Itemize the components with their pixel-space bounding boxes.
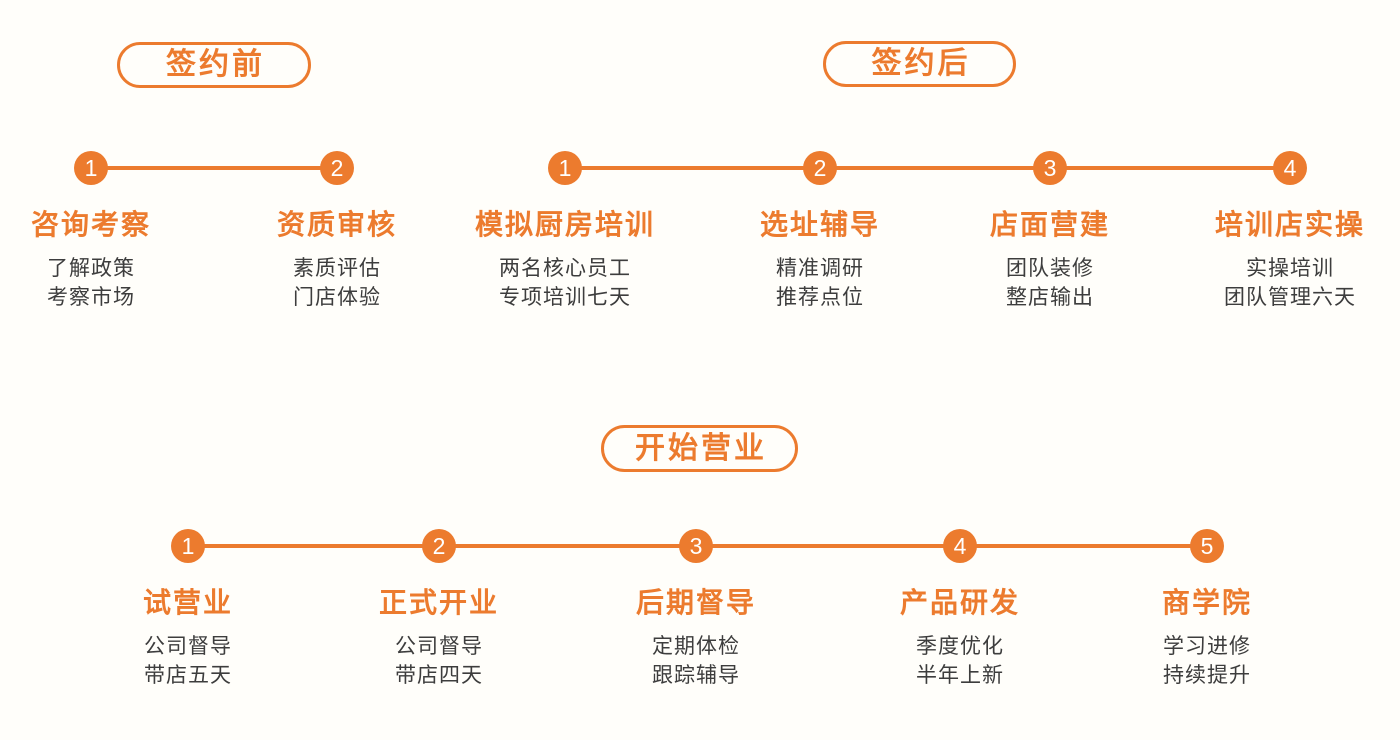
step-description-line: 整店输出: [1006, 286, 1094, 309]
timeline-step: 2 选址辅导 精准调研 推荐点位: [695, 151, 945, 312]
step-description-line: 推荐点位: [776, 286, 864, 309]
step-number-badge: 4: [943, 529, 977, 563]
step-number: 5: [1200, 533, 1214, 559]
step-number-badge: 1: [74, 151, 108, 185]
step-description: 素质评估 门店体验: [212, 254, 462, 312]
step-description: 两名核心员工 专项培训七天: [440, 254, 690, 312]
stage-pill-opening: 开始营业: [601, 425, 798, 472]
step-title: 模拟厨房培训: [474, 209, 655, 240]
step-number-badge: 3: [679, 529, 713, 563]
step-number: 4: [1283, 155, 1297, 181]
step-description-line: 团队装修: [1006, 257, 1094, 280]
step-number: 1: [558, 155, 572, 181]
step-description-line: 带店五天: [144, 664, 232, 687]
step-number: 1: [181, 533, 195, 559]
stage-pill-label: 开始营业: [635, 431, 767, 465]
step-description-line: 带店四天: [395, 664, 483, 687]
step-number: 2: [432, 533, 446, 559]
step-title: 咨询考察: [30, 209, 151, 240]
step-description: 实操培训 团队管理六天: [1165, 254, 1400, 312]
timeline-step: 1 咨询考察 了解政策 考察市场: [0, 151, 216, 312]
step-description-line: 跟踪辅导: [652, 664, 740, 687]
step-description-line: 素质评估: [293, 257, 381, 280]
step-number: 2: [330, 155, 344, 181]
timeline-step: 3 后期督导 定期体检 跟踪辅导: [571, 529, 821, 690]
timeline-step: 3 店面营建 团队装修 整店输出: [925, 151, 1175, 312]
step-description: 精准调研 推荐点位: [695, 254, 945, 312]
step-number-badge: 4: [1273, 151, 1307, 185]
step-description: 定期体检 跟踪辅导: [571, 632, 821, 690]
step-number: 2: [813, 155, 827, 181]
step-description: 了解政策 考察市场: [0, 254, 216, 312]
step-description-line: 门店体验: [293, 286, 381, 309]
timeline-step: 1 试营业 公司督导 带店五天: [63, 529, 313, 690]
step-description: 团队装修 整店输出: [925, 254, 1175, 312]
step-number: 1: [84, 155, 98, 181]
step-title: 资质审核: [276, 209, 397, 240]
step-title: 店面营建: [989, 209, 1110, 240]
step-number-badge: 3: [1033, 151, 1067, 185]
stage-pill-label: 签约后: [871, 47, 971, 80]
stage-pill-label: 签约前: [166, 48, 265, 81]
step-number-badge: 2: [803, 151, 837, 185]
timeline-step: 4 培训店实操 实操培训 团队管理六天: [1165, 151, 1400, 312]
step-title: 培训店实操: [1214, 209, 1365, 240]
step-description-line: 了解政策: [47, 257, 135, 280]
stage-pill-post-signing: 签约后: [823, 41, 1016, 87]
step-title: 正式开业: [378, 587, 499, 618]
step-description: 季度优化 半年上新: [835, 632, 1085, 690]
timeline-track-post-signing: [565, 166, 1290, 170]
timeline-step: 1 模拟厨房培训 两名核心员工 专项培训七天: [440, 151, 690, 312]
step-description-line: 考察市场: [47, 286, 135, 309]
step-number: 4: [953, 533, 967, 559]
step-description: 公司督导 带店四天: [314, 632, 564, 690]
step-description-line: 半年上新: [916, 664, 1004, 687]
timeline-step: 5 商学院 学习进修 持续提升: [1082, 529, 1332, 690]
step-description-line: 公司督导: [144, 635, 232, 658]
step-number-badge: 2: [422, 529, 456, 563]
step-description: 公司督导 带店五天: [63, 632, 313, 690]
step-description-line: 两名核心员工: [499, 257, 631, 280]
timeline-step: 4 产品研发 季度优化 半年上新: [835, 529, 1085, 690]
step-description-line: 季度优化: [916, 635, 1004, 658]
step-number-badge: 1: [171, 529, 205, 563]
step-number-badge: 5: [1190, 529, 1224, 563]
step-title: 选址辅导: [759, 209, 880, 240]
step-description-line: 持续提升: [1163, 664, 1251, 687]
step-number-badge: 1: [548, 151, 582, 185]
step-description-line: 公司督导: [395, 635, 483, 658]
step-number: 3: [689, 533, 703, 559]
step-title: 试营业: [142, 587, 233, 618]
step-description: 学习进修 持续提升: [1082, 632, 1332, 690]
step-description-line: 学习进修: [1163, 635, 1251, 658]
timeline-step: 2 正式开业 公司督导 带店四天: [314, 529, 564, 690]
stage-pill-pre-signing: 签约前: [117, 42, 311, 88]
step-title: 后期督导: [635, 587, 756, 618]
step-description-line: 团队管理六天: [1224, 286, 1356, 309]
step-description-line: 专项培训七天: [499, 286, 631, 309]
step-description-line: 定期体检: [652, 635, 740, 658]
step-number-badge: 2: [320, 151, 354, 185]
timeline-track-pre-signing: [91, 166, 337, 170]
step-title: 产品研发: [899, 587, 1020, 618]
timeline-step: 2 资质审核 素质评估 门店体验: [212, 151, 462, 312]
step-number: 3: [1043, 155, 1057, 181]
step-description-line: 精准调研: [776, 257, 864, 280]
step-description-line: 实操培训: [1246, 257, 1334, 280]
step-title: 商学院: [1161, 587, 1252, 618]
